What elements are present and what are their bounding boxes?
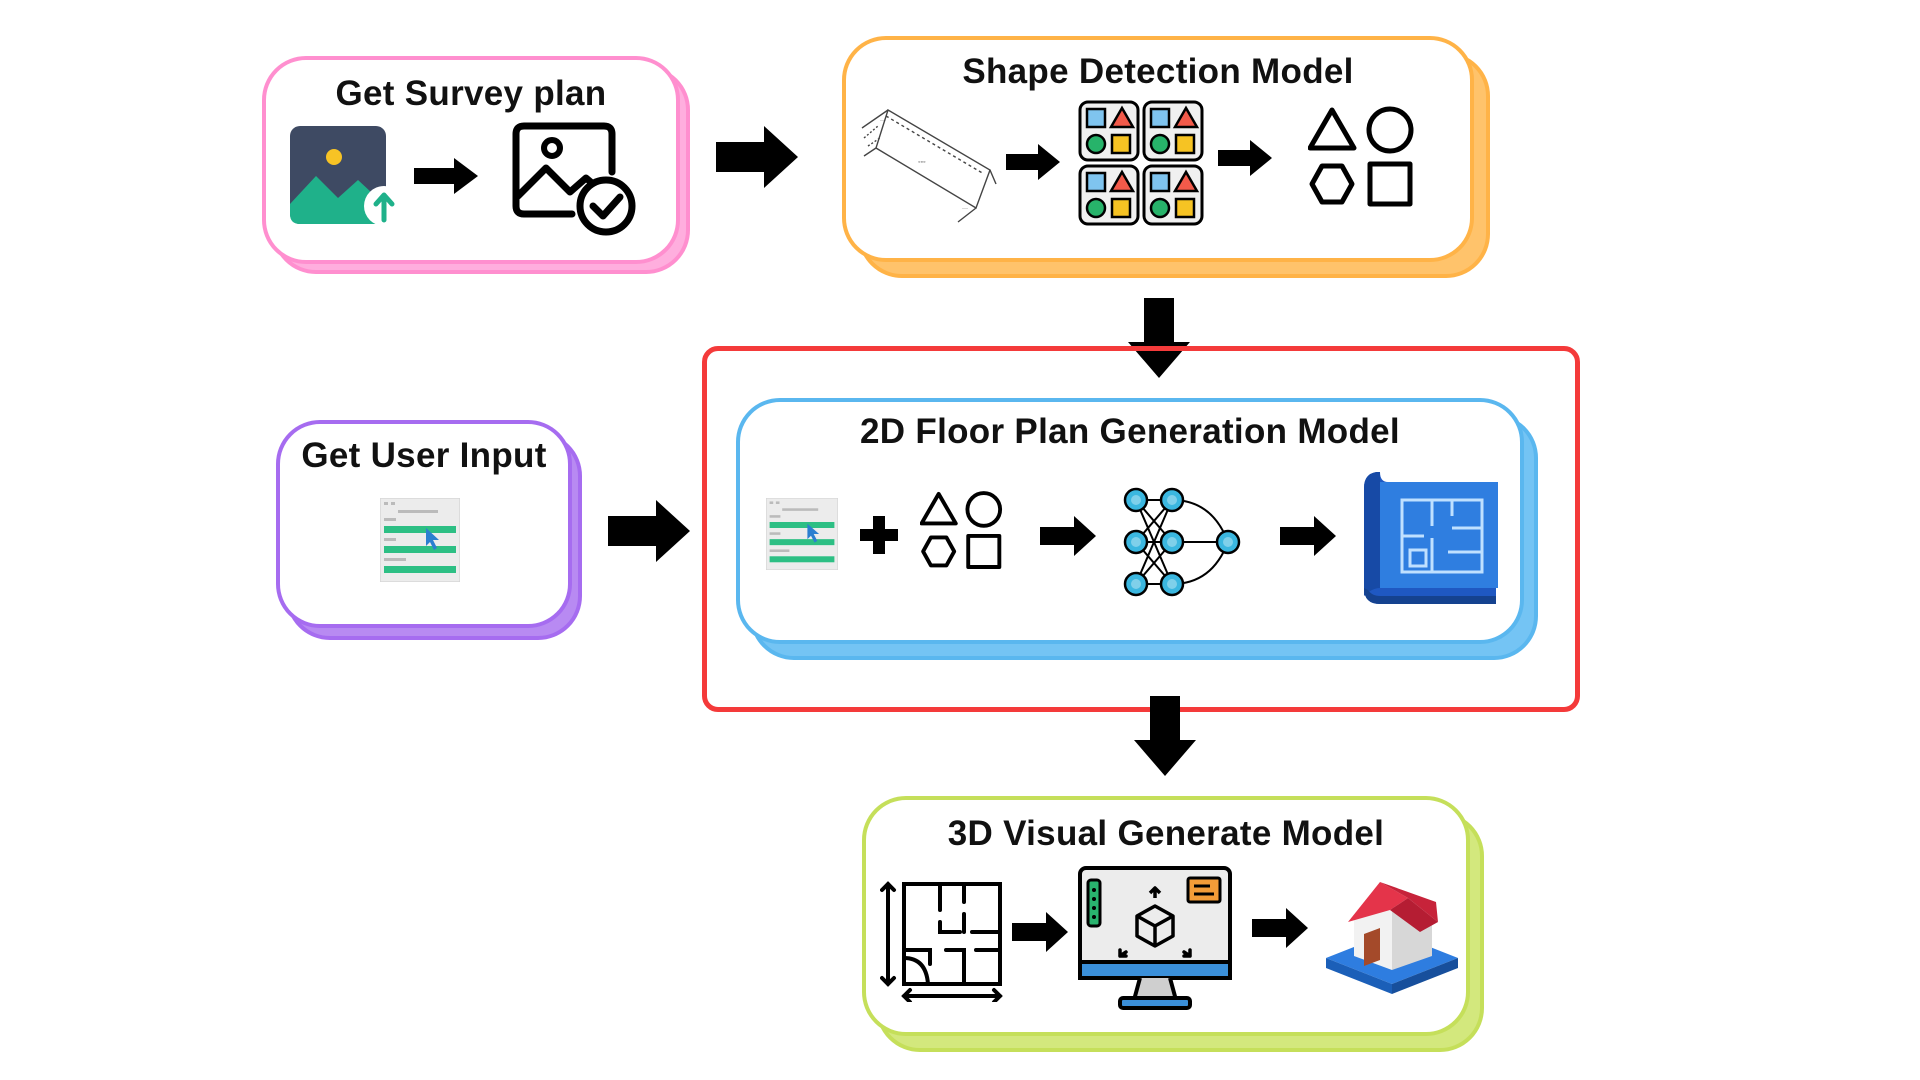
visual-inner-arrow-1 (1012, 912, 1068, 952)
floor-plan-icon (880, 881, 1003, 1002)
survey-inner-arrow (414, 158, 478, 194)
image-upload-icon (290, 126, 404, 226)
floor-card: 2D Floor Plan Generation Model (736, 398, 1524, 644)
user-to-floor-arrow (608, 500, 690, 562)
survey-to-shape-arrow (716, 126, 798, 188)
survey-title: Get Survey plan (335, 74, 607, 113)
shape-grid-icon (1078, 100, 1204, 226)
floor-title: 2D Floor Plan Generation Model (860, 412, 1400, 451)
form-input-icon (766, 498, 838, 570)
form-input-icon (380, 498, 460, 582)
floor-inner-arrow-1 (1040, 516, 1096, 556)
user-title: Get User Input (301, 436, 547, 475)
shape-inner-arrow-1 (1006, 144, 1060, 180)
blueprint-icon (1364, 472, 1498, 604)
plus-icon (860, 516, 898, 554)
floor-plan-highlight-frame (702, 346, 1580, 712)
svg-text:◦◦◦: ◦◦◦ (918, 159, 925, 166)
visual-inner-arrow-2 (1252, 908, 1308, 948)
image-check-icon (512, 122, 636, 236)
shape-title: Shape Detection Model (962, 52, 1354, 91)
floor-inner-arrow-2 (1280, 516, 1336, 556)
shape-to-floor-arrow (1128, 298, 1190, 378)
svg-text:···: ··· (962, 206, 968, 212)
neural-network-icon (1123, 487, 1241, 597)
house-icon (1326, 882, 1458, 994)
3d-monitor-icon (1078, 866, 1232, 1010)
floor-to-visual-arrow (1134, 696, 1196, 776)
shape-inner-arrow-2 (1218, 140, 1272, 176)
visual-title: 3D Visual Generate Model (947, 814, 1385, 853)
shapes-icon (920, 491, 1003, 569)
svg-text:···: ··· (880, 118, 886, 124)
shapes-icon (1308, 106, 1414, 207)
survey-plan-sketch-icon: ◦◦◦ ··· ··· (861, 108, 997, 223)
